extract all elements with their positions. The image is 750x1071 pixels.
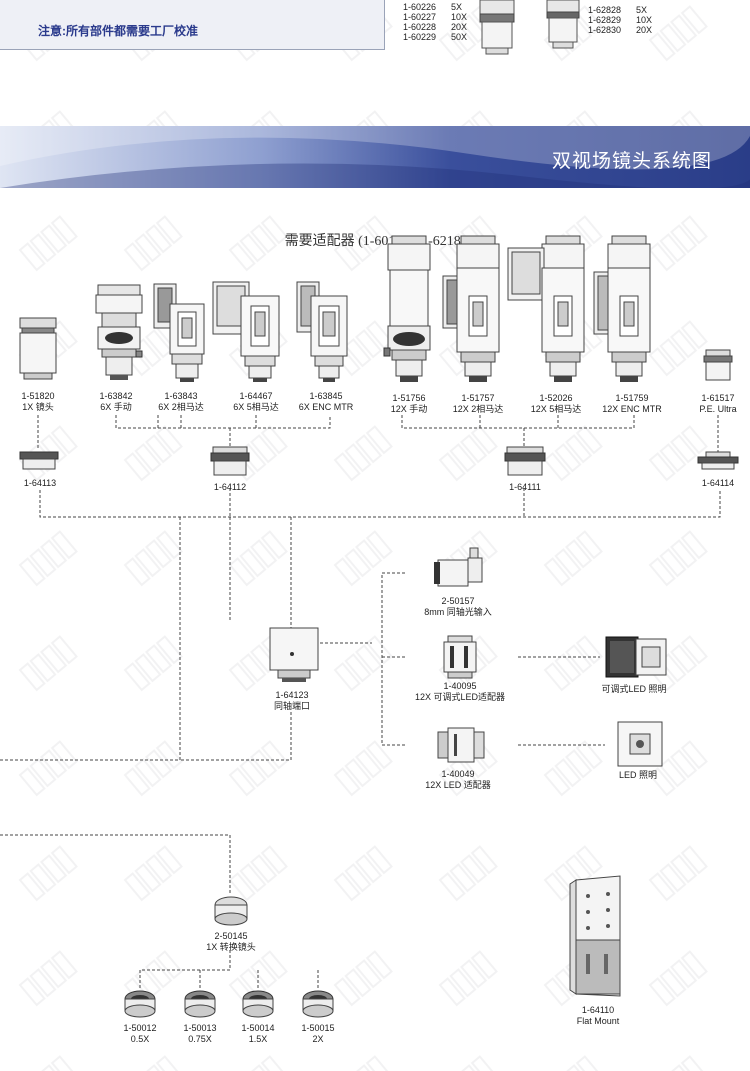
aux-lens-15x-image bbox=[242, 990, 274, 1018]
aux-lens-075x-image bbox=[184, 990, 216, 1018]
lens-12x-2phase-motor-image bbox=[442, 235, 500, 382]
lens-6x-enc-motor-image bbox=[296, 281, 348, 382]
label-1-64114: 1-64114 bbox=[701, 478, 735, 488]
lens-6x-manual-image bbox=[95, 284, 143, 380]
coax-light-input-image bbox=[434, 547, 483, 587]
adjustable-led-light-image bbox=[605, 636, 667, 678]
aux-lens-05x-image bbox=[124, 990, 156, 1018]
label-led: LED 照明 bbox=[618, 770, 658, 780]
section-banner: 双视场镜头系统图 bbox=[0, 126, 750, 188]
pe-ultra-image bbox=[703, 349, 733, 381]
adapter-ring-64114-image bbox=[697, 451, 739, 470]
lens-1x-image bbox=[19, 317, 57, 380]
label-1-64111: 1-64111 bbox=[509, 482, 541, 492]
lens-12x-5phase-motor-image bbox=[507, 235, 585, 382]
adapter-ring-64112-image bbox=[210, 446, 250, 476]
led-adapter-image bbox=[437, 727, 485, 763]
coaxial-port-image bbox=[269, 627, 319, 682]
adapter-ring-64113-image bbox=[19, 451, 59, 470]
notice-text: 注意:所有部件都需要工厂校准 bbox=[38, 24, 198, 38]
objective-lens-image bbox=[546, 0, 580, 49]
adj-led-adapter-image bbox=[443, 635, 477, 679]
lens-6x-2phase-motor-image bbox=[153, 283, 205, 382]
objective-lens-image bbox=[479, 0, 515, 55]
adapter-ring-64111-image bbox=[504, 446, 546, 476]
conversion-lens-1x-image bbox=[214, 896, 248, 926]
section-title: 双视场镜头系统图 bbox=[551, 151, 712, 172]
label-adjustable-led: 可调式LED 照明 bbox=[601, 684, 667, 694]
led-light-image bbox=[617, 721, 663, 767]
lens-12x-manual-image bbox=[383, 235, 431, 382]
aux-lens-2x-image bbox=[302, 990, 334, 1018]
flat-mount-image bbox=[569, 875, 621, 997]
lens-6x-5phase-motor-image bbox=[212, 281, 280, 382]
notice-box: 注意:所有部件都需要工厂校准 bbox=[0, 0, 385, 50]
label-1-64112: 1-64112 bbox=[213, 482, 247, 492]
label-1-64113: 1-64113 bbox=[23, 478, 57, 488]
lens-12x-enc-motor-image bbox=[593, 235, 651, 382]
